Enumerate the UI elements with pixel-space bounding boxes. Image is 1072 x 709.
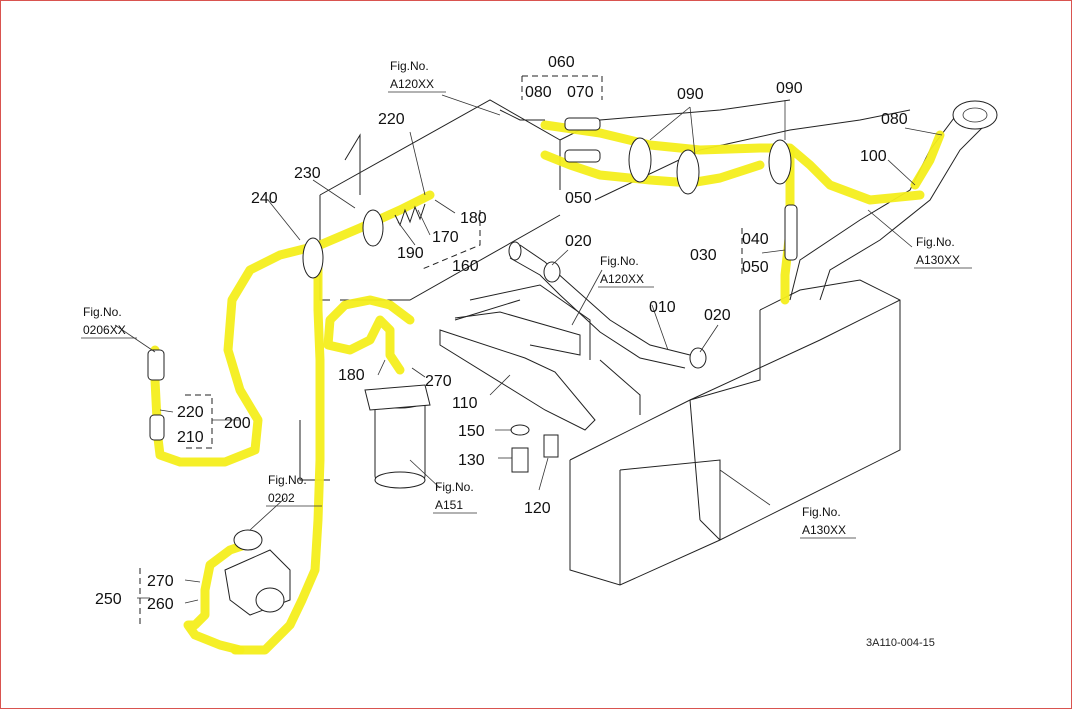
part-080: 080 (881, 111, 908, 128)
part-260: 260 (147, 596, 174, 613)
part-050: 050 (565, 190, 592, 207)
part-100: 100 (860, 148, 887, 165)
svg-text:Fig.No.: Fig.No. (600, 254, 639, 268)
part-230: 230 (294, 165, 321, 182)
fig-ref-a130-right: Fig.No. A130XX (914, 235, 972, 269)
part-130: 130 (458, 452, 485, 469)
part-220: 220 (177, 404, 204, 421)
svg-text:A130XX: A130XX (916, 253, 960, 267)
part-270: 270 (425, 373, 452, 390)
svg-text:A151: A151 (435, 498, 463, 512)
svg-text:Fig.No.: Fig.No. (435, 480, 474, 494)
machine-outline (299, 99, 998, 586)
svg-text:Fig.No.: Fig.No. (83, 305, 122, 319)
clamp-020-upper (543, 261, 561, 283)
part-210: 210 (177, 429, 204, 446)
svg-text:A120XX: A120XX (600, 272, 644, 286)
svg-text:Fig.No.: Fig.No. (916, 235, 955, 249)
clamp-020-lower (689, 347, 707, 369)
fig-ref-0202: Fig.No. 0202 (266, 473, 322, 507)
part-070: 070 (567, 84, 594, 101)
part-270: 270 (147, 573, 174, 590)
part-150: 150 (458, 423, 485, 440)
part-080: 080 (525, 84, 552, 101)
part-110: 110 (452, 395, 478, 412)
part-190: 190 (397, 245, 424, 262)
part-030: 030 (690, 247, 717, 264)
part-060: 060 (548, 54, 575, 71)
part-040: 040 (742, 231, 769, 248)
part-170: 170 (432, 229, 459, 246)
components (147, 117, 798, 616)
svg-text:Fig.No.: Fig.No. (390, 59, 429, 73)
part-090: 090 (677, 86, 704, 103)
svg-text:A120XX: A120XX (390, 77, 434, 91)
svg-text:Fig.No.: Fig.No. (802, 505, 841, 519)
part-090: 090 (776, 80, 803, 97)
part-020: 020 (565, 233, 592, 250)
diagram-code: 3A110-004-15 (866, 637, 935, 649)
part-020: 020 (704, 307, 731, 324)
leader-lines (114, 94, 943, 604)
group-brackets (139, 75, 743, 625)
part-240: 240 (251, 190, 278, 207)
part-160: 160 (452, 258, 479, 275)
svg-text:0206XX: 0206XX (83, 323, 126, 337)
fig-ref-0206: Fig.No. 0206XX (81, 305, 137, 339)
part-220: 220 (378, 111, 405, 128)
part-010: 010 (649, 299, 676, 316)
part-180: 180 (460, 210, 487, 227)
svg-text:A130XX: A130XX (802, 523, 846, 537)
fig-ref-a130-bottom: Fig.No. A130XX (800, 505, 856, 539)
part-250: 250 (95, 591, 122, 608)
part-050: 050 (742, 259, 769, 276)
svg-text:0202: 0202 (268, 491, 295, 505)
part-120: 120 (524, 500, 551, 517)
part-180: 180 (338, 367, 365, 384)
part-200: 200 (224, 415, 251, 432)
svg-text:Fig.No.: Fig.No. (268, 473, 307, 487)
fig-ref-a151: Fig.No. A151 (433, 480, 477, 514)
fig-ref-a120-top: Fig.No. A120XX (388, 59, 446, 93)
part-labels: 060 080 070 050 090 090 080 100 220 230 … (95, 54, 908, 613)
fig-ref-a120-mid: Fig.No. A120XX (598, 254, 654, 288)
